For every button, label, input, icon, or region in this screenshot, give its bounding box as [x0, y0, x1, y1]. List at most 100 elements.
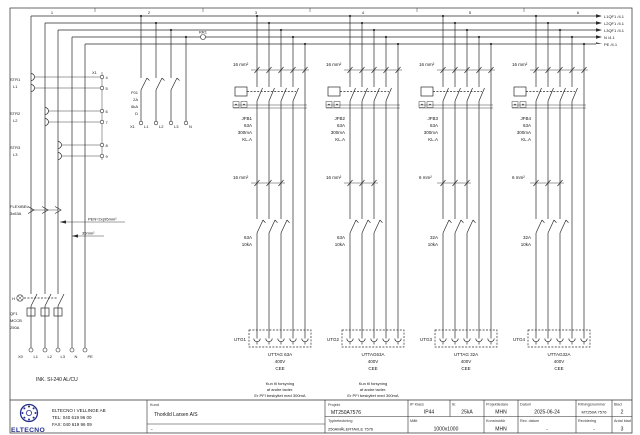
- typ-label: Typbeteckning: [328, 419, 353, 423]
- supply-note-1: Kun til forsyning af andre tavler. Er PF…: [254, 381, 305, 398]
- branch-circuit-2: 16 mm² JFB2 63A 300mA KL.A 16 mm² 63A 10…: [325, 14, 405, 371]
- company-tel: TEL: 040 619 96 00: [52, 415, 92, 420]
- x1-terminal: 9: [106, 154, 109, 159]
- bus-label-l1: L1QF1 /4.1: [604, 14, 625, 19]
- bus-label-l3: L3QF1 /4.1: [604, 28, 625, 33]
- flexibel-label: FLEXIBEL: [10, 204, 29, 209]
- field-value: 2025-06-24: [534, 410, 560, 416]
- qf1-type: MCCB: [10, 318, 22, 323]
- bus-arrow-icon: [596, 35, 602, 39]
- rcd-rating: 63A: [244, 123, 252, 128]
- outlet-desc: UTTAG32A: [548, 352, 571, 357]
- field-label: Konstruktör: [486, 419, 506, 423]
- rcd-id: JFB3: [427, 116, 438, 121]
- bus-arrow-icon: [596, 21, 602, 25]
- cable-size-top: 16 mm²: [512, 62, 528, 67]
- outlet-desc: UTTAG 63A: [268, 352, 292, 357]
- field-value: -: [546, 427, 548, 433]
- x1-terminal: 5: [106, 86, 109, 91]
- rcd-trip: 300mA: [424, 130, 438, 135]
- cable-size-top: 16 mm²: [419, 62, 435, 67]
- rcd-rating: 63A: [337, 123, 345, 128]
- note-line: Kun til forsyning: [359, 381, 387, 386]
- outlet-id: UTG2: [327, 337, 339, 342]
- ct-id: STR3: [10, 145, 21, 150]
- rcd-class: KL.A: [428, 137, 438, 142]
- note-line: af andre tavler.: [267, 387, 293, 392]
- note-line: af andre tavler.: [360, 387, 386, 392]
- bus-arrow-icon: [596, 42, 602, 46]
- ruler-number: 2: [148, 10, 151, 15]
- rcd-class: KL.A: [242, 137, 252, 142]
- bus-arrow-icon: [596, 28, 602, 32]
- rcd-trip: 300mA: [517, 130, 531, 135]
- ct-id: STR1: [10, 77, 21, 82]
- metering-section: X1 4 5 6 7 8 9 STR1 L1 STR2 L2 STR3 L3 F…: [10, 14, 192, 160]
- outlet-voltage: 400V: [275, 359, 286, 364]
- rr1-device: [200, 34, 206, 40]
- qf1-id: QF1: [10, 311, 19, 316]
- mcb-breaking: 10kA: [335, 242, 345, 247]
- f01-rating: 2A: [133, 97, 138, 102]
- ct-phase: L3: [13, 152, 18, 157]
- bus-label-l2: L2QF1 /4.1: [604, 21, 625, 26]
- f01-breaking: 6kA: [131, 104, 138, 109]
- outlet-id: UTG3: [420, 337, 432, 342]
- x0-terminal: L2: [48, 354, 53, 359]
- mcb-rating: 32A: [523, 235, 531, 240]
- x1-terminal: 7: [106, 120, 109, 125]
- cable-note-1: PEN=2x(95mm²: [88, 217, 117, 222]
- company-name: ELTECNO I VELLINGE AB: [52, 408, 106, 413]
- outlet-type: CEE: [275, 366, 284, 371]
- x0-terminal: L1: [34, 354, 39, 359]
- x0-terminal: N: [75, 354, 78, 359]
- rcd-class: KL.A: [521, 137, 531, 142]
- logo-wordmark: ELTECNO: [11, 427, 45, 434]
- kund-label: Kund: [150, 403, 159, 407]
- x0-terminal: PE: [88, 354, 94, 359]
- f01-terminal: L2: [159, 124, 164, 129]
- field-value: -: [593, 427, 595, 433]
- field-label: Blad: [614, 403, 622, 407]
- company-fax: FAX: 040 619 96 09: [52, 422, 92, 427]
- field-value: MT250A 7576: [582, 410, 608, 415]
- incoming-cable-note: INK. SI-240 AL/CU: [36, 377, 78, 383]
- outlet-id: UTG4: [513, 337, 525, 342]
- note-line: Er PFI beskyttet med 300mA: [254, 393, 305, 398]
- ct-phase: L1: [13, 84, 18, 89]
- field-label: Antal blad: [614, 419, 631, 423]
- rcd-trip: 300mA: [238, 130, 252, 135]
- rcd-rating: 63A: [523, 123, 531, 128]
- ruler-number: 3: [255, 10, 258, 15]
- outlet-desc: UTTAG 32A: [454, 352, 478, 357]
- outlet-desc: UTTAG63A: [362, 352, 385, 357]
- rr1-label: RR1: [199, 30, 208, 35]
- note-line: Er PFI beskyttet med 300mA: [347, 393, 398, 398]
- rcd-id: JFB4: [520, 116, 531, 121]
- cable-size-mid: 6 mm²: [419, 175, 432, 180]
- branch-circuit-3: 16 mm² JFB3 63A 300mA KL.A 6 mm² 32A 10k…: [418, 14, 498, 371]
- cable-size-mid: 16 mm²: [233, 175, 249, 180]
- field-value: 1000x1000: [434, 427, 459, 433]
- field-value: MHN: [495, 410, 507, 416]
- field-label: Rev. datum: [520, 419, 539, 423]
- mcb-rating: 32A: [430, 235, 438, 240]
- bus-label-n: N /4.1: [604, 35, 615, 40]
- x1-terminal: 4: [106, 75, 109, 80]
- bus-label-pe: PE /4.1: [604, 42, 618, 47]
- mcb-breaking: 10kA: [242, 242, 252, 247]
- company-logo: [19, 403, 39, 423]
- projekt-value: MT250A7576: [331, 410, 361, 416]
- cable-size-top: 16 mm²: [233, 62, 249, 67]
- kund-value: Thorkild Larsen A/S: [154, 412, 198, 418]
- rcd-test-module: [513, 86, 527, 97]
- cable-size-mid: 6 mm²: [512, 175, 525, 180]
- outlet-type: CEE: [554, 366, 563, 371]
- x1-terminal: 6: [106, 109, 109, 114]
- outlet-box: [341, 329, 405, 348]
- f01-curve: D: [135, 111, 138, 116]
- rcd-id: JFB2: [334, 116, 345, 121]
- outlet-box: [434, 329, 498, 348]
- field-value: 25kA: [461, 410, 473, 416]
